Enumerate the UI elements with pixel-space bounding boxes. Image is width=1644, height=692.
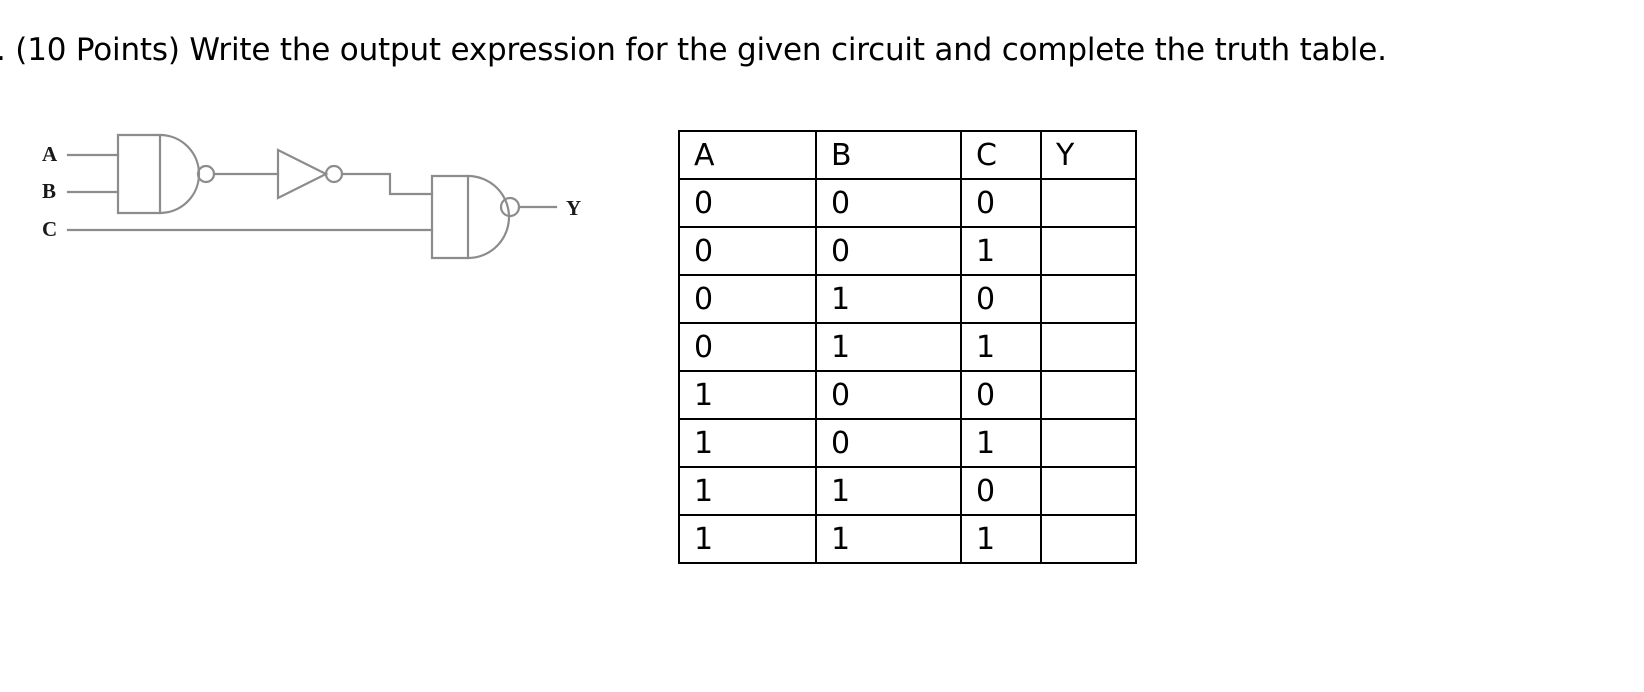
input-label-c: C (42, 217, 57, 241)
cell-a: 0 (678, 322, 817, 372)
column-header-a: A (678, 130, 817, 180)
wire-inverter-to-nand2 (340, 172, 434, 196)
cell-y-input[interactable] (1040, 514, 1137, 564)
cell-a: 1 (678, 418, 817, 468)
table-row: 1 0 1 (678, 418, 1137, 468)
table-row: 0 0 1 (678, 226, 1137, 276)
column-header-y: Y (1040, 130, 1137, 180)
cell-a: 1 (678, 466, 817, 516)
cell-b: 0 (815, 370, 962, 420)
nand-gate-1-body (116, 133, 201, 215)
column-header-b: B (815, 130, 962, 180)
nand-gate-1-bubble (196, 164, 216, 184)
truth-table-container: A B C Y 0 0 0 0 0 1 0 1 0 (678, 130, 1137, 564)
table-row: 1 1 0 (678, 466, 1137, 516)
question-prompt: . (10 Points) Write the output expressio… (0, 32, 1387, 68)
truth-table: A B C Y 0 0 0 0 0 1 0 1 0 (678, 130, 1137, 564)
cell-a: 1 (678, 514, 817, 564)
cell-b: 1 (815, 274, 962, 324)
cell-b: 1 (815, 322, 962, 372)
cell-c: 1 (960, 226, 1042, 276)
output-label-y: Y (566, 196, 581, 220)
cell-b: 1 (815, 514, 962, 564)
cell-y-input[interactable] (1040, 322, 1137, 372)
logic-circuit-diagram: A B C (0, 110, 640, 280)
table-row: 0 1 0 (678, 274, 1137, 324)
cell-c: 0 (960, 274, 1042, 324)
input-label-b: B (42, 179, 56, 203)
cell-y-input[interactable] (1040, 370, 1137, 420)
cell-c: 0 (960, 466, 1042, 516)
cell-c: 1 (960, 418, 1042, 468)
cell-a: 1 (678, 370, 817, 420)
table-row: 0 1 1 (678, 322, 1137, 372)
table-header-row: A B C Y (678, 130, 1137, 180)
cell-y-input[interactable] (1040, 274, 1137, 324)
cell-c: 1 (960, 514, 1042, 564)
cell-c: 1 (960, 322, 1042, 372)
cell-y-input[interactable] (1040, 466, 1137, 516)
nand-gate-2-body (430, 174, 511, 260)
column-header-c: C (960, 130, 1042, 180)
cell-a: 0 (678, 178, 817, 228)
cell-y-input[interactable] (1040, 226, 1137, 276)
inverter-body (276, 148, 329, 200)
table-row: 1 1 1 (678, 514, 1137, 564)
cell-a: 0 (678, 226, 817, 276)
table-row: 1 0 0 (678, 370, 1137, 420)
cell-y-input[interactable] (1040, 178, 1137, 228)
cell-c: 0 (960, 370, 1042, 420)
cell-b: 0 (815, 178, 962, 228)
cell-b: 0 (815, 226, 962, 276)
cell-b: 1 (815, 466, 962, 516)
cell-c: 0 (960, 178, 1042, 228)
nand-gate-2-bubble (499, 196, 521, 218)
cell-a: 0 (678, 274, 817, 324)
cell-b: 0 (815, 418, 962, 468)
table-row: 0 0 0 (678, 178, 1137, 228)
cell-y-input[interactable] (1040, 418, 1137, 468)
input-label-a: A (42, 142, 58, 166)
